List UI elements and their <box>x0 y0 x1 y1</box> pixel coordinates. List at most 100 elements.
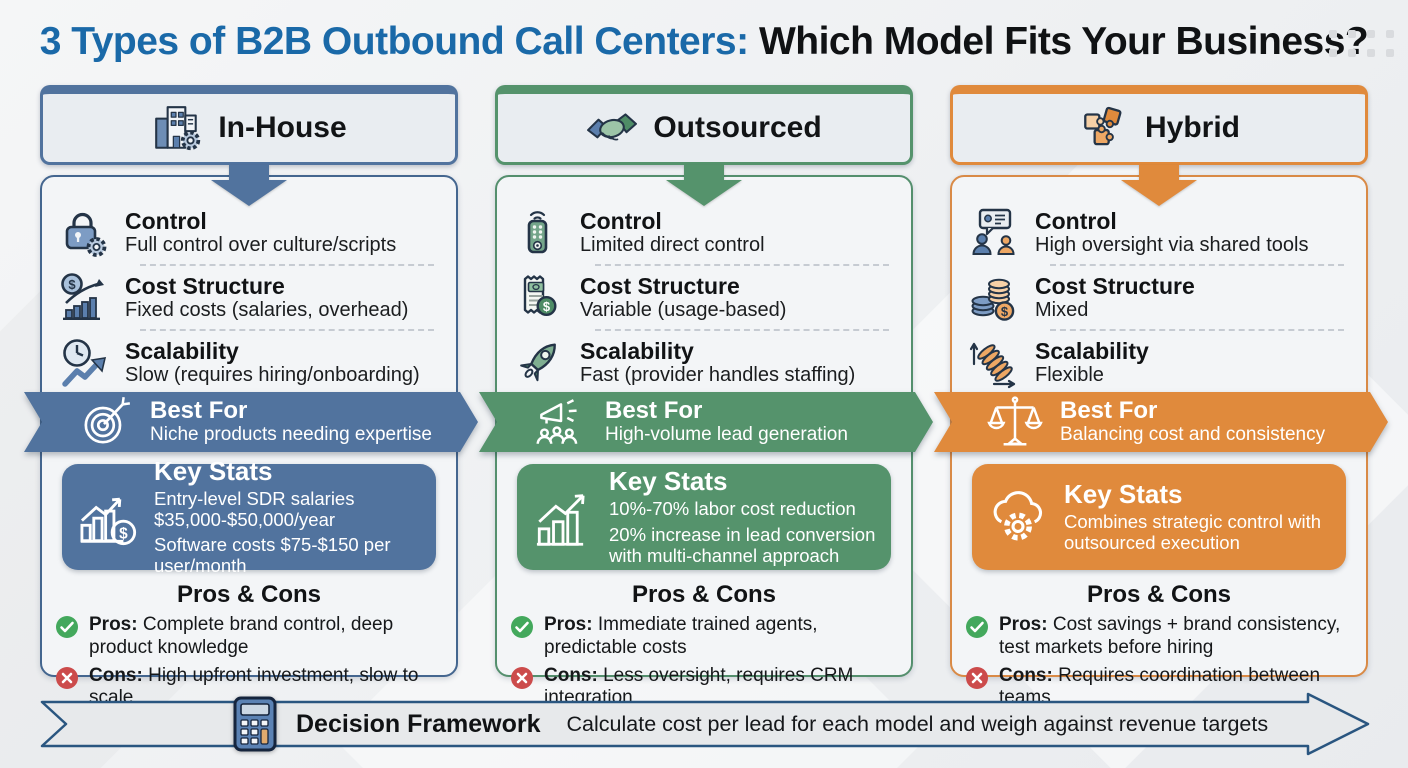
key-stats-box: Key Stats Combines strategic control wit… <box>972 464 1346 570</box>
decision-framework-text: Calculate cost per lead for each model a… <box>566 711 1269 736</box>
pros-text: Complete brand control, deep product kno… <box>89 614 394 658</box>
feature-desc: Fixed costs (salaries, overhead) <box>125 298 409 321</box>
in-house-title: In-House <box>218 111 347 144</box>
pros-cons-section: Pros & Cons Pros: Complete brand control… <box>55 581 443 715</box>
feature-title: Control <box>125 208 207 235</box>
feature-title: Cost Structure <box>125 273 285 300</box>
divider <box>140 329 434 331</box>
key-stat-line: 20% increase in lead conversion with mul… <box>609 524 876 566</box>
down-arrow-icon <box>1121 165 1197 206</box>
feature-scalability: Scalability Slow (requires hiring/onboar… <box>58 334 440 391</box>
feature-cost-structure: $ Cost Structure Variable (usage-based) <box>513 269 895 326</box>
in-house-header-card: In-House <box>40 85 458 165</box>
balance-scale-icon <box>986 393 1044 451</box>
feature-desc: Full control over culture/scripts <box>125 233 397 256</box>
page-title: 3 Types of B2B Outbound Call Centers: Wh… <box>0 20 1408 64</box>
pros-cons-heading: Pros & Cons <box>1086 581 1232 608</box>
target-icon <box>76 393 134 451</box>
pros-cons-section: Pros & Cons Pros: Cost savings + brand c… <box>965 581 1353 715</box>
svg-text:$: $ <box>543 299 551 314</box>
divider <box>1050 329 1344 331</box>
cons-label: Cons: <box>999 664 1053 686</box>
handshake-icon <box>587 113 638 141</box>
lock-gear-icon <box>65 212 107 257</box>
feature-title: Control <box>1035 208 1117 235</box>
divider <box>1050 264 1344 266</box>
outsourced-header-card: Outsourced <box>495 85 913 165</box>
best-for-ribbon: Best For Niche products needing expertis… <box>24 392 478 452</box>
feature-control: Control Limited direct control <box>513 204 895 261</box>
dollar-growth-icon: $ <box>61 272 104 320</box>
divider <box>140 264 434 266</box>
megaphone-people-icon <box>531 393 589 451</box>
key-stat-line: Combines strategic control with outsourc… <box>1064 511 1322 553</box>
key-stats-box: $ Key Stats Entry-level SDR salaries $35… <box>62 456 436 576</box>
best-for-desc: High-volume lead generation <box>605 424 848 446</box>
pros-cons-heading: Pros & Cons <box>176 581 322 608</box>
cons-label: Cons: <box>544 664 598 686</box>
feature-title: Cost Structure <box>1035 273 1195 300</box>
puzzle-icon <box>1084 106 1122 146</box>
feature-scalability: Scalability Flexible <box>968 334 1350 391</box>
divider <box>595 264 889 266</box>
best-for-ribbon: Best For Balancing cost and consistency <box>934 392 1388 452</box>
page-title-highlight: 3 Types of B2B Outbound Call Centers: <box>39 20 749 63</box>
coins-icon: $ <box>971 278 1015 321</box>
key-stats-label: Key Stats <box>154 456 273 487</box>
feature-cost-structure: $ Cost Structure <box>58 269 440 326</box>
check-circle-icon <box>56 616 78 638</box>
key-stats-box: Key Stats 10%-70% labor cost reduction 2… <box>517 464 891 570</box>
pros-text: Immediate trained agents, predictable co… <box>544 614 818 658</box>
key-stats-label: Key Stats <box>609 466 728 497</box>
feature-desc: Slow (requires hiring/onboarding) <box>125 363 420 386</box>
clock-growth-icon <box>62 338 107 387</box>
feature-title: Cost Structure <box>580 273 740 300</box>
pros-row: Pros: Complete brand control, deep produ… <box>55 614 443 660</box>
in-house-features: Control Full control over culture/script… <box>42 177 456 391</box>
pros-row: Pros: Cost savings + brand consistency, … <box>965 614 1353 660</box>
decision-framework-label: Decision Framework <box>296 709 541 738</box>
check-circle-icon <box>511 616 533 638</box>
feature-title: Scalability <box>580 338 694 365</box>
key-stats-label: Key Stats <box>1064 479 1183 510</box>
feature-desc: Limited direct control <box>580 233 765 256</box>
outsourced-title: Outsourced <box>653 111 822 144</box>
down-arrow-icon <box>211 165 287 206</box>
feature-title: Control <box>580 208 662 235</box>
feature-desc: High oversight via shared tools <box>1035 233 1309 256</box>
check-circle-icon <box>966 616 988 638</box>
x-circle-icon <box>511 666 533 689</box>
key-stat-line: 10%-70% labor cost reduction <box>609 498 856 520</box>
x-circle-icon <box>56 666 78 689</box>
feature-desc: Variable (usage-based) <box>580 298 787 321</box>
feature-desc: Mixed <box>1035 298 1089 321</box>
column-outsourced: Outsourced <box>495 85 913 708</box>
people-review-icon <box>972 208 1015 255</box>
pros-text: Cost savings + brand consistency, test m… <box>999 614 1341 658</box>
outsourced-body-card: Control Limited direct control <box>495 175 913 708</box>
best-for-desc: Balancing cost and consistency <box>1060 424 1326 446</box>
svg-text:$: $ <box>68 277 76 292</box>
hybrid-header-card: Hybrid <box>950 85 1368 165</box>
key-stat-line: Software costs $75-$150 per user/month <box>154 534 391 577</box>
spring-icon <box>969 342 1016 388</box>
best-for-label: Best For <box>150 396 248 424</box>
pros-row: Pros: Immediate trained agents, predicta… <box>510 614 898 660</box>
comparison-columns: In-House Contro <box>40 85 1368 708</box>
outsourced-features: Control Limited direct control <box>497 177 911 391</box>
x-circle-icon <box>966 666 988 689</box>
key-stat-line: Entry-level SDR salaries $35,000-$50,000… <box>154 488 355 530</box>
divider <box>595 329 889 331</box>
decision-framework-content: Decision Framework Calculate cost per le… <box>40 692 1370 756</box>
cons-label: Cons: <box>89 664 143 686</box>
feature-control: Control Full control over culture/script… <box>58 204 440 261</box>
receipt-dollar-icon: $ <box>523 274 557 316</box>
page-title-rest: Which Model Fits Your Business? <box>758 20 1369 63</box>
down-arrow-icon <box>666 165 742 206</box>
cloud-gear-icon <box>993 491 1043 541</box>
decision-framework-banner <box>40 692 1370 756</box>
best-for-ribbon: Best For High-volume lead generation <box>479 392 933 452</box>
pros-cons-heading: Pros & Cons <box>631 581 777 608</box>
best-for-label: Best For <box>605 396 703 424</box>
